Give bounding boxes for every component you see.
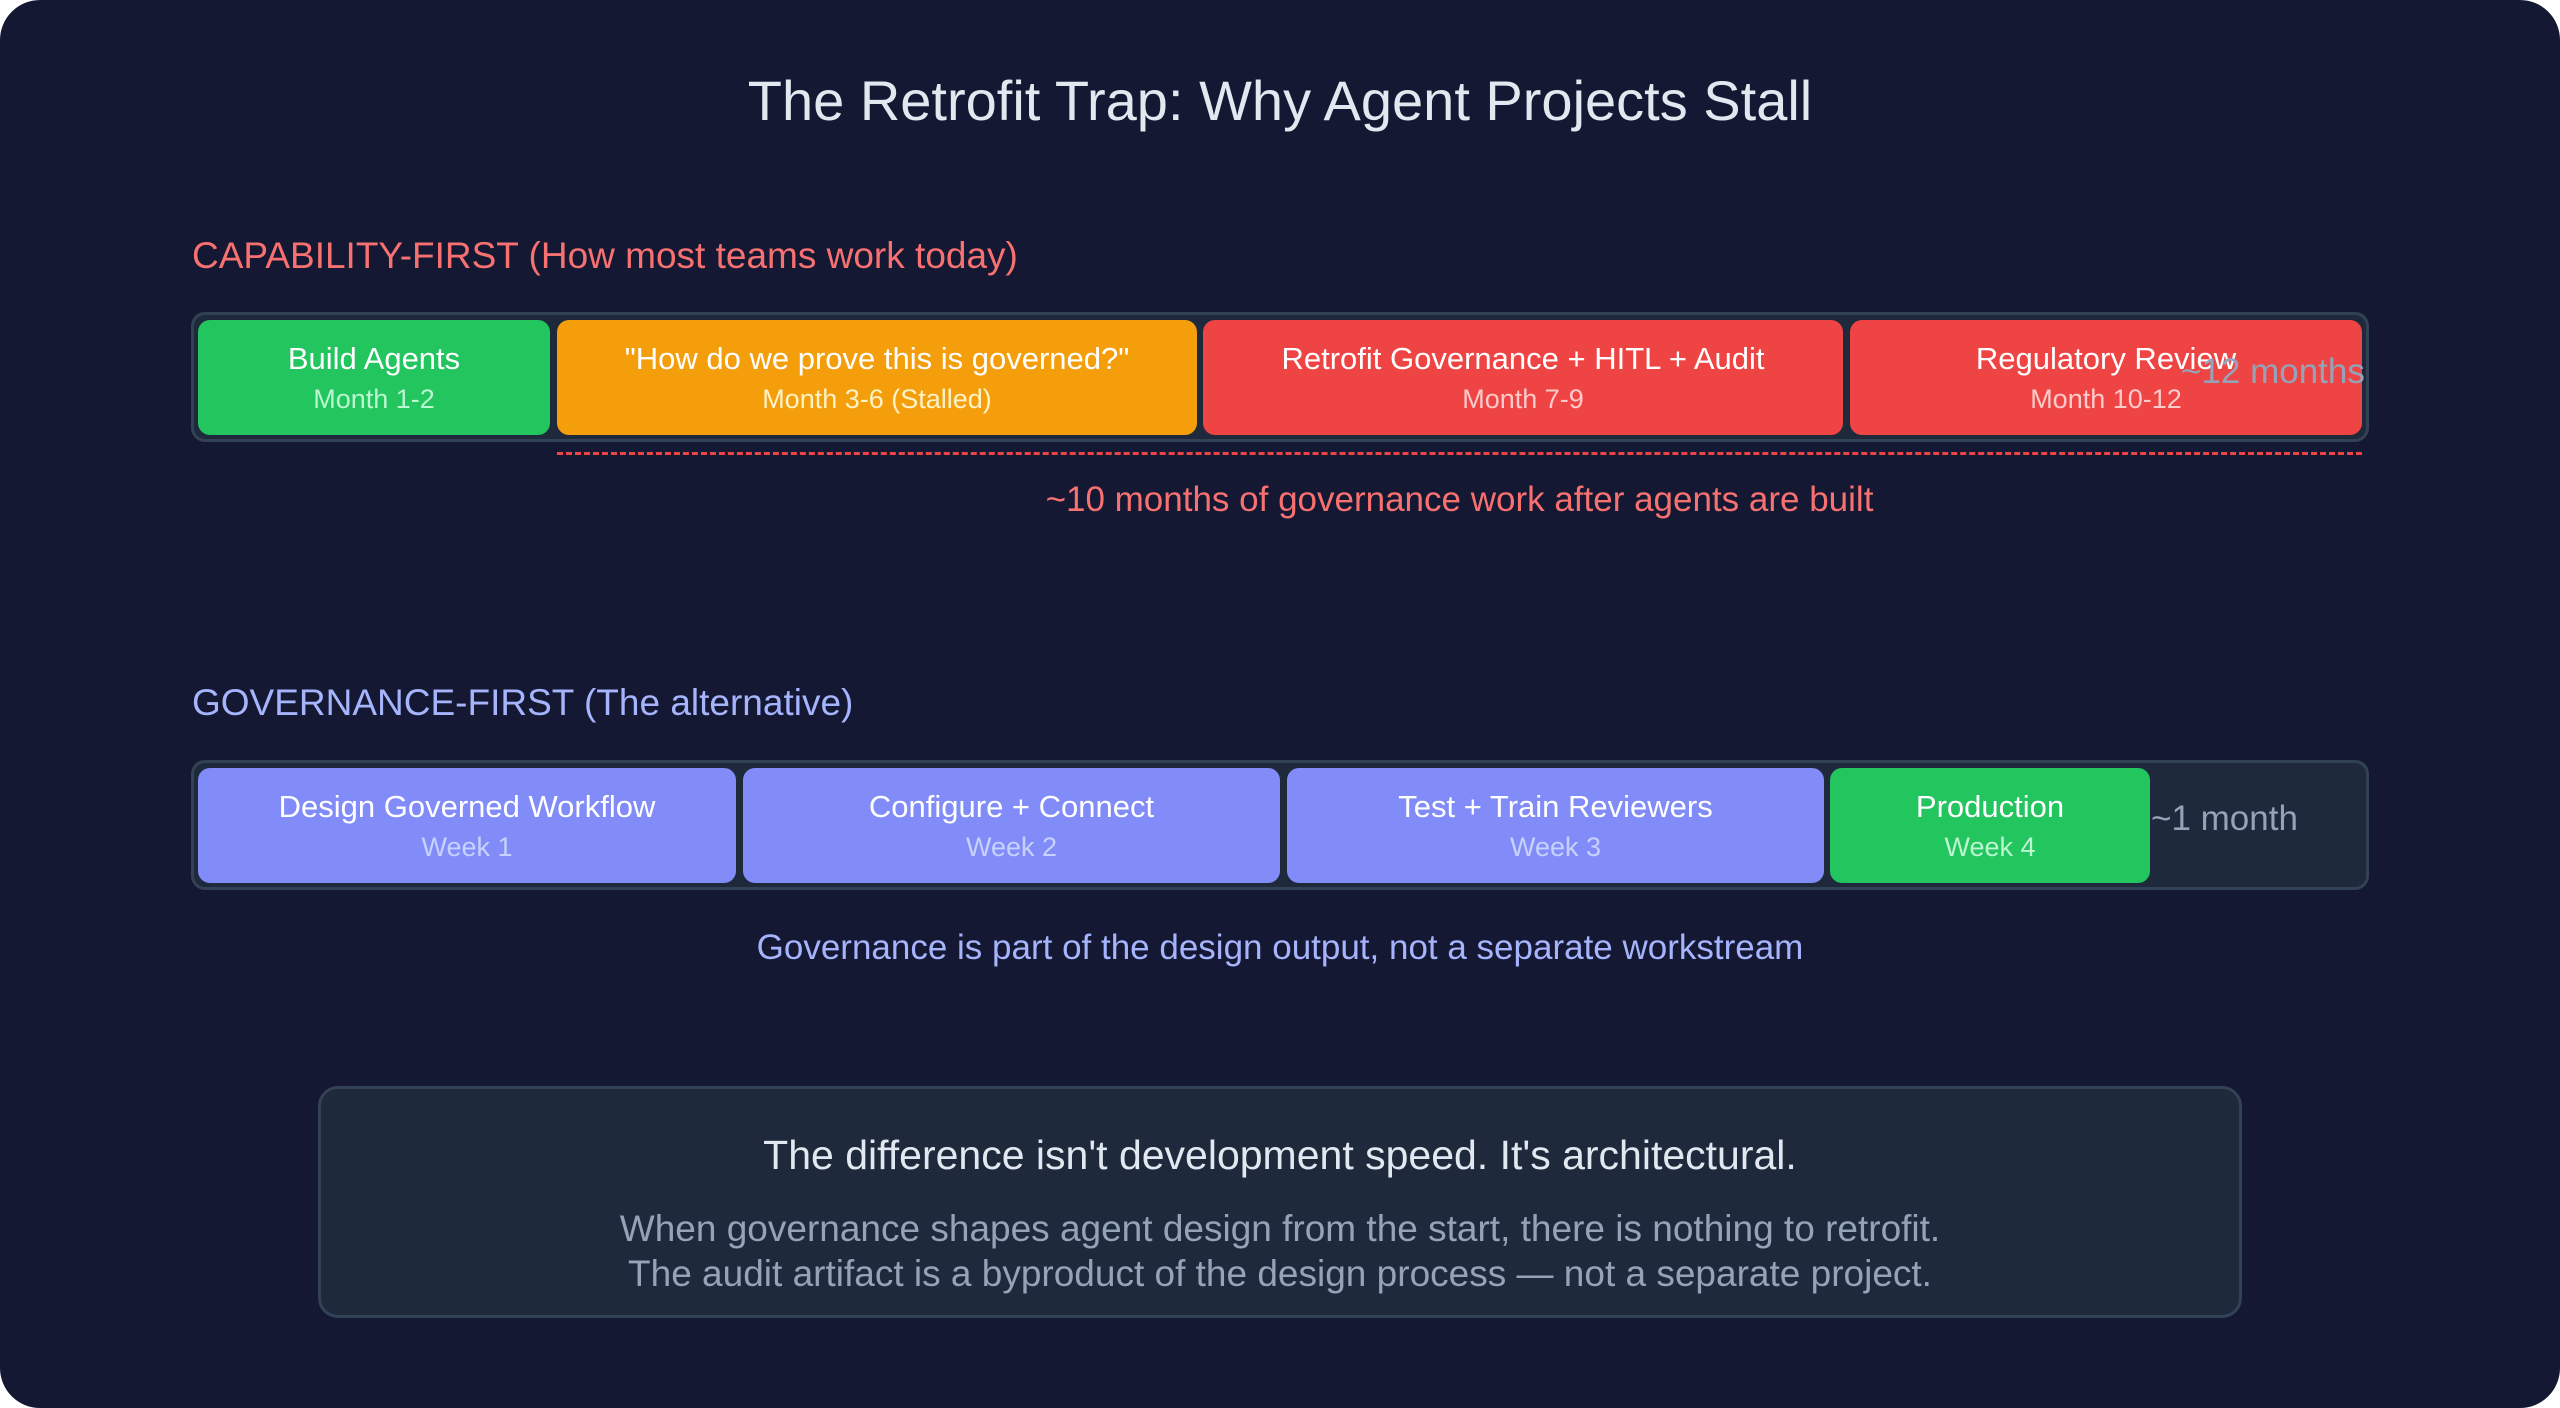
governance-span-dashed-line [557,452,2362,455]
phase-period: Month 3-6 (Stalled) [762,383,992,414]
phase-design-governed-workflow: Design Governed Workflow Week 1 [198,768,736,883]
callout-body: When governance shapes agent design from… [321,1206,2239,1296]
phase-stalled: "How do we prove this is governed?" Mont… [557,320,1197,435]
phase-retrofit-governance: Retrofit Governance + HITL + Audit Month… [1203,320,1843,435]
capability-first-label: CAPABILITY-FIRST (How most teams work to… [192,235,1018,276]
key-insight-callout: The difference isn't development speed. … [318,1086,2242,1318]
callout-body-line-1: When governance shapes agent design from… [619,1208,1941,1249]
phase-title: Build Agents [287,340,461,376]
governance-first-label: GOVERNANCE-FIRST (The alternative) [192,682,854,723]
capability-first-annotation: ~10 months of governance work after agen… [1045,480,1874,519]
phase-title: Configure + Connect [868,788,1155,824]
phase-build-agents: Build Agents Month 1-2 [198,320,550,435]
diagram-title: The Retrofit Trap: Why Agent Projects St… [747,69,1813,132]
callout-headline: The difference isn't development speed. … [763,1132,1797,1178]
phase-period: Month 1-2 [313,383,435,414]
governance-first-total: ~1 month [2151,799,2298,838]
phase-test-train-reviewers: Test + Train Reviewers Week 3 [1287,768,1824,883]
phase-title: Design Governed Workflow [278,788,656,824]
phase-title: Test + Train Reviewers [1398,788,1713,824]
phase-period: Month 7-9 [1462,383,1584,414]
phase-period: Week 3 [1509,831,1602,862]
callout-body-line-2: The audit artifact is a byproduct of the… [628,1253,1932,1294]
phase-period: Week 2 [965,831,1058,862]
phase-period: Week 4 [1944,831,2036,862]
phase-period: Month 10-12 [2030,383,2182,414]
phase-title: Production [1915,788,2065,824]
phase-configure-connect: Configure + Connect Week 2 [743,768,1280,883]
phase-title: Regulatory Review [1975,340,2237,376]
phase-period: Week 1 [421,831,513,862]
phase-title: "How do we prove this is governed?" [624,340,1130,376]
governance-first-annotation: Governance is part of the design output,… [756,928,1804,967]
phase-production: Production Week 4 [1830,768,2150,883]
capability-first-total: ~12 months [2181,352,2365,391]
phase-regulatory-review: Regulatory Review Month 10-12 [1850,320,2362,435]
phase-title: Retrofit Governance + HITL + Audit [1281,340,1765,376]
